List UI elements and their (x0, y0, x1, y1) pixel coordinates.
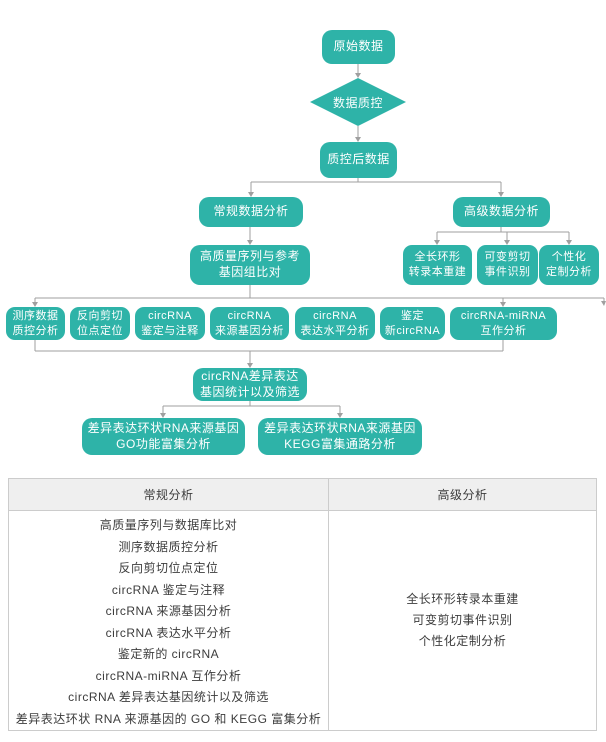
regular-item: 鉴定新的 circRNA (117, 647, 220, 661)
node-full-length-rebuild-label: 全长环形 转录本重建 (408, 251, 467, 278)
node-advanced-analysis: 高级数据分析 (453, 197, 550, 227)
table-body-row: 高质量序列与数据库比对 测序数据质控分析 反向剪切位点定位 circRNA 鉴定… (9, 511, 596, 730)
node-go-enrichment: 差异表达环状RNA来源基因 GO功能富集分析 (82, 418, 245, 455)
regular-item: circRNA 来源基因分析 (105, 604, 232, 618)
node-hq-genome-align: 高质量序列与参考 基因组比对 (190, 245, 310, 285)
node-raw-data: 原始数据 (322, 30, 395, 64)
node-mirna-interaction: circRNA-miRNA 互作分析 (450, 307, 557, 340)
flow-connectors (32, 64, 606, 418)
node-data-qc-label: 数据质控 (332, 95, 383, 110)
node-circrna-ident-annot-label: circRNA 鉴定与注释 (141, 309, 199, 337)
node-alt-splice-label: 可变剪切 事件识别 (484, 251, 531, 278)
node-post-qc-label: 质控后数据 (327, 152, 390, 167)
regular-item: 测序数据质控分析 (118, 539, 219, 554)
node-post-qc-data: 质控后数据 (320, 142, 397, 178)
regular-item: circRNA 表达水平分析 (105, 625, 232, 640)
advanced-item: 可变剪切事件识别 (412, 613, 513, 627)
node-go-enrichment-label: 差异表达环状RNA来源基因 GO功能富集分析 (87, 420, 240, 451)
node-expression-level-label: circRNA 表达水平分析 (300, 309, 370, 337)
node-regular-analysis-label: 常规数据分析 (213, 204, 289, 219)
node-back-splice-site: 反向剪切 位点定位 (70, 307, 130, 340)
regular-item: 差异表达环状 RNA 来源基因的 GO 和 KEGG 富集分析 (15, 711, 322, 726)
table-header-row: 常规分析 高级分析 (9, 479, 596, 511)
node-raw-data-label: 原始数据 (333, 39, 384, 54)
node-full-length-rebuild: 全长环形 转录本重建 (403, 245, 472, 285)
node-kegg-enrichment-label: 差异表达环状RNA来源基因 KEGG富集通路分析 (264, 420, 416, 451)
node-kegg-enrichment: 差异表达环状RNA来源基因 KEGG富集通路分析 (258, 418, 422, 455)
node-custom-analysis-label: 个性化 定制分析 (546, 251, 592, 278)
node-custom-analysis: 个性化 定制分析 (539, 245, 599, 285)
node-diff-expression: circRNA差异表达 基因统计以及筛选 (193, 368, 307, 401)
node-regular-analysis: 常规数据分析 (199, 197, 303, 227)
table-cell-advanced: 全长环形转录本重建 可变剪切事件识别 个性化定制分析 (329, 511, 596, 730)
table-header-regular: 常规分析 (9, 479, 329, 510)
regular-item: circRNA 差异表达基因统计以及筛选 (68, 690, 269, 704)
table-header-advanced: 高级分析 (437, 488, 488, 502)
analysis-summary-table: 常规分析 高级分析 高质量序列与数据库比对 测序数据质控分析 反向剪切位点定位 … (8, 478, 597, 731)
node-seq-qc-label: 测序数据 质控分析 (12, 309, 59, 337)
node-circrna-ident-annot: circRNA 鉴定与注释 (135, 307, 205, 340)
node-data-qc-decision: 数据质控 (310, 78, 406, 126)
regular-item: 反向剪切位点定位 (118, 561, 219, 575)
node-diff-expression-label: circRNA差异表达 基因统计以及筛选 (199, 368, 300, 399)
regular-item: circRNA-miRNA 互作分析 (95, 668, 242, 683)
node-alt-splice: 可变剪切 事件识别 (477, 245, 538, 285)
node-source-gene-analysis-label: circRNA 来源基因分析 (215, 309, 284, 337)
node-novel-circrna: 鉴定 新circRNA (380, 307, 445, 340)
node-novel-circrna-label: 鉴定 新circRNA (384, 309, 441, 337)
regular-item: circRNA 鉴定与注释 (111, 582, 226, 597)
node-back-splice-site-label: 反向剪切 位点定位 (77, 309, 123, 337)
advanced-item: 个性化定制分析 (418, 634, 507, 648)
table-cell-regular: 高质量序列与数据库比对 测序数据质控分析 反向剪切位点定位 circRNA 鉴定… (9, 511, 329, 730)
node-seq-qc: 测序数据 质控分析 (6, 307, 65, 340)
node-hq-genome-align-label: 高质量序列与参考 基因组比对 (199, 249, 300, 279)
advanced-item: 全长环形转录本重建 (406, 592, 519, 606)
node-source-gene-analysis: circRNA 来源基因分析 (210, 307, 289, 340)
regular-item: 高质量序列与数据库比对 (99, 518, 238, 532)
node-advanced-analysis-label: 高级数据分析 (463, 204, 539, 219)
node-expression-level: circRNA 表达水平分析 (295, 307, 375, 340)
node-mirna-interaction-label: circRNA-miRNA 互作分析 (460, 309, 547, 337)
